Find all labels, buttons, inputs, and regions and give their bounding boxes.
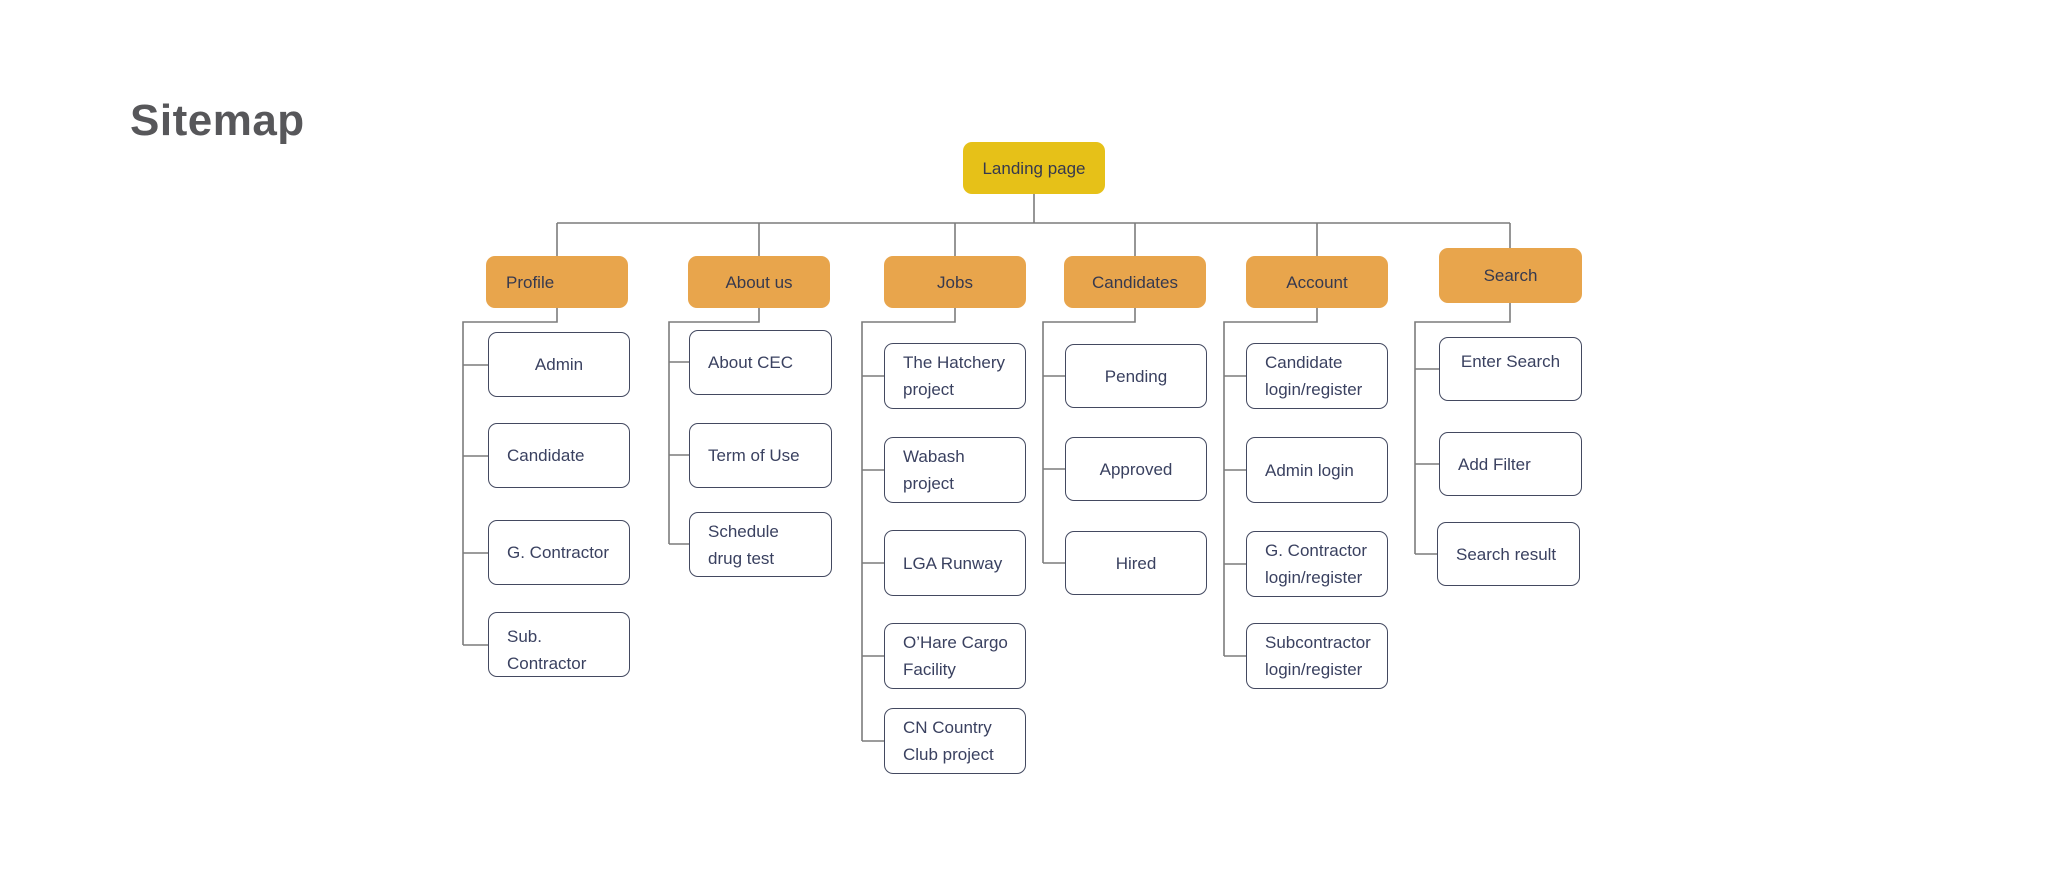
- node-enter-search[interactable]: Enter Search: [1439, 337, 1582, 401]
- node-term-of-use-label: Term of Use: [708, 446, 800, 465]
- node-about-cec-label: About CEC: [708, 353, 794, 372]
- node-hired[interactable]: Hired: [1065, 531, 1207, 595]
- node-subcontractor-login-register[interactable]: Subcontractor login/register: [1246, 623, 1388, 689]
- node-g-contractor-login-register[interactable]: G. Contractor login/register: [1246, 531, 1388, 597]
- node-add-filter[interactable]: Add Filter: [1439, 432, 1582, 496]
- node-sub-contractor-label: Sub. Contractor: [507, 627, 587, 673]
- node-landing-page-label: Landing page: [982, 158, 1086, 178]
- node-search-result[interactable]: Search result: [1437, 522, 1580, 586]
- node-cn-country-club-project[interactable]: CN Country Club project: [884, 708, 1026, 774]
- connector-trunk-account: [1223, 308, 1318, 657]
- node-pending[interactable]: Pending: [1065, 344, 1207, 408]
- node-about-us-label: About us: [725, 272, 793, 292]
- node-profile-label: Profile: [506, 272, 555, 292]
- node-schedule-drug-test-label: Schedule drug test: [708, 521, 779, 568]
- node-schedule-drug-test[interactable]: Schedule drug test: [689, 512, 832, 577]
- node-candidate[interactable]: Candidate: [488, 423, 630, 488]
- node-candidate-login-register[interactable]: Candidate login/register: [1246, 343, 1388, 409]
- node-wabash-project[interactable]: Wabash project: [884, 437, 1026, 503]
- node-jobs[interactable]: Jobs: [884, 256, 1026, 308]
- node-ohare-cargo-facility-label: O’Hare Cargo Facility: [903, 633, 1008, 679]
- node-g-contractor[interactable]: G. Contractor: [488, 520, 630, 585]
- node-account[interactable]: Account: [1246, 256, 1388, 308]
- node-about-cec[interactable]: About CEC: [689, 330, 832, 395]
- connector-trunk-about-us: [668, 308, 760, 545]
- node-enter-search-label: Enter Search: [1460, 352, 1561, 371]
- connector-trunk-search: [1414, 303, 1511, 555]
- node-g-contractor-label: G. Contractor: [507, 543, 610, 562]
- node-the-hatchery-project-label: The Hatchery project: [903, 353, 1006, 399]
- node-admin-login-label: Admin login: [1265, 460, 1354, 480]
- node-term-of-use[interactable]: Term of Use: [689, 423, 832, 488]
- node-profile[interactable]: Profile: [486, 256, 628, 308]
- node-search-result-label: Search result: [1456, 544, 1557, 564]
- node-the-hatchery-project[interactable]: The Hatchery project: [884, 343, 1026, 409]
- node-ohare-cargo-facility[interactable]: O’Hare Cargo Facility: [884, 623, 1026, 689]
- connector-trunk-jobs: [861, 308, 956, 742]
- node-subcontractor-login-register-label: Subcontractor login/register: [1265, 633, 1371, 679]
- node-hired-label: Hired: [1115, 553, 1157, 573]
- node-candidates-label: Candidates: [1091, 272, 1178, 292]
- node-about-us[interactable]: About us: [688, 256, 830, 308]
- node-admin-login[interactable]: Admin login: [1246, 437, 1388, 503]
- node-admin[interactable]: Admin: [488, 332, 630, 397]
- node-add-filter-label: Add Filter: [1458, 454, 1531, 474]
- connector-trunk-candidates: [1042, 308, 1136, 564]
- node-sub-contractor[interactable]: Sub. Contractor: [488, 612, 630, 677]
- node-cn-country-club-project-label: CN Country Club project: [903, 718, 994, 764]
- node-candidate-label: Candidate: [507, 446, 585, 465]
- node-account-label: Account: [1286, 272, 1348, 292]
- node-candidate-login-register-label: Candidate login/register: [1265, 353, 1363, 399]
- node-wabash-project-label: Wabash project: [903, 447, 965, 493]
- node-jobs-label: Jobs: [937, 272, 973, 292]
- page-title: Sitemap: [130, 96, 305, 145]
- node-g-contractor-login-register-label: G. Contractor login/register: [1265, 541, 1368, 587]
- node-candidates[interactable]: Candidates: [1064, 256, 1206, 308]
- node-pending-label: Pending: [1104, 366, 1168, 386]
- node-approved[interactable]: Approved: [1065, 437, 1207, 501]
- node-landing-page[interactable]: Landing page: [963, 142, 1105, 194]
- node-search-label: Search: [1483, 266, 1538, 285]
- node-lga-runway[interactable]: LGA Runway: [884, 530, 1026, 596]
- node-admin-label: Admin: [534, 355, 584, 374]
- node-lga-runway-label: LGA Runway: [903, 553, 1003, 573]
- connector-trunk-profile: [462, 308, 558, 646]
- node-approved-label: Approved: [1099, 459, 1173, 479]
- node-search[interactable]: Search: [1439, 248, 1582, 303]
